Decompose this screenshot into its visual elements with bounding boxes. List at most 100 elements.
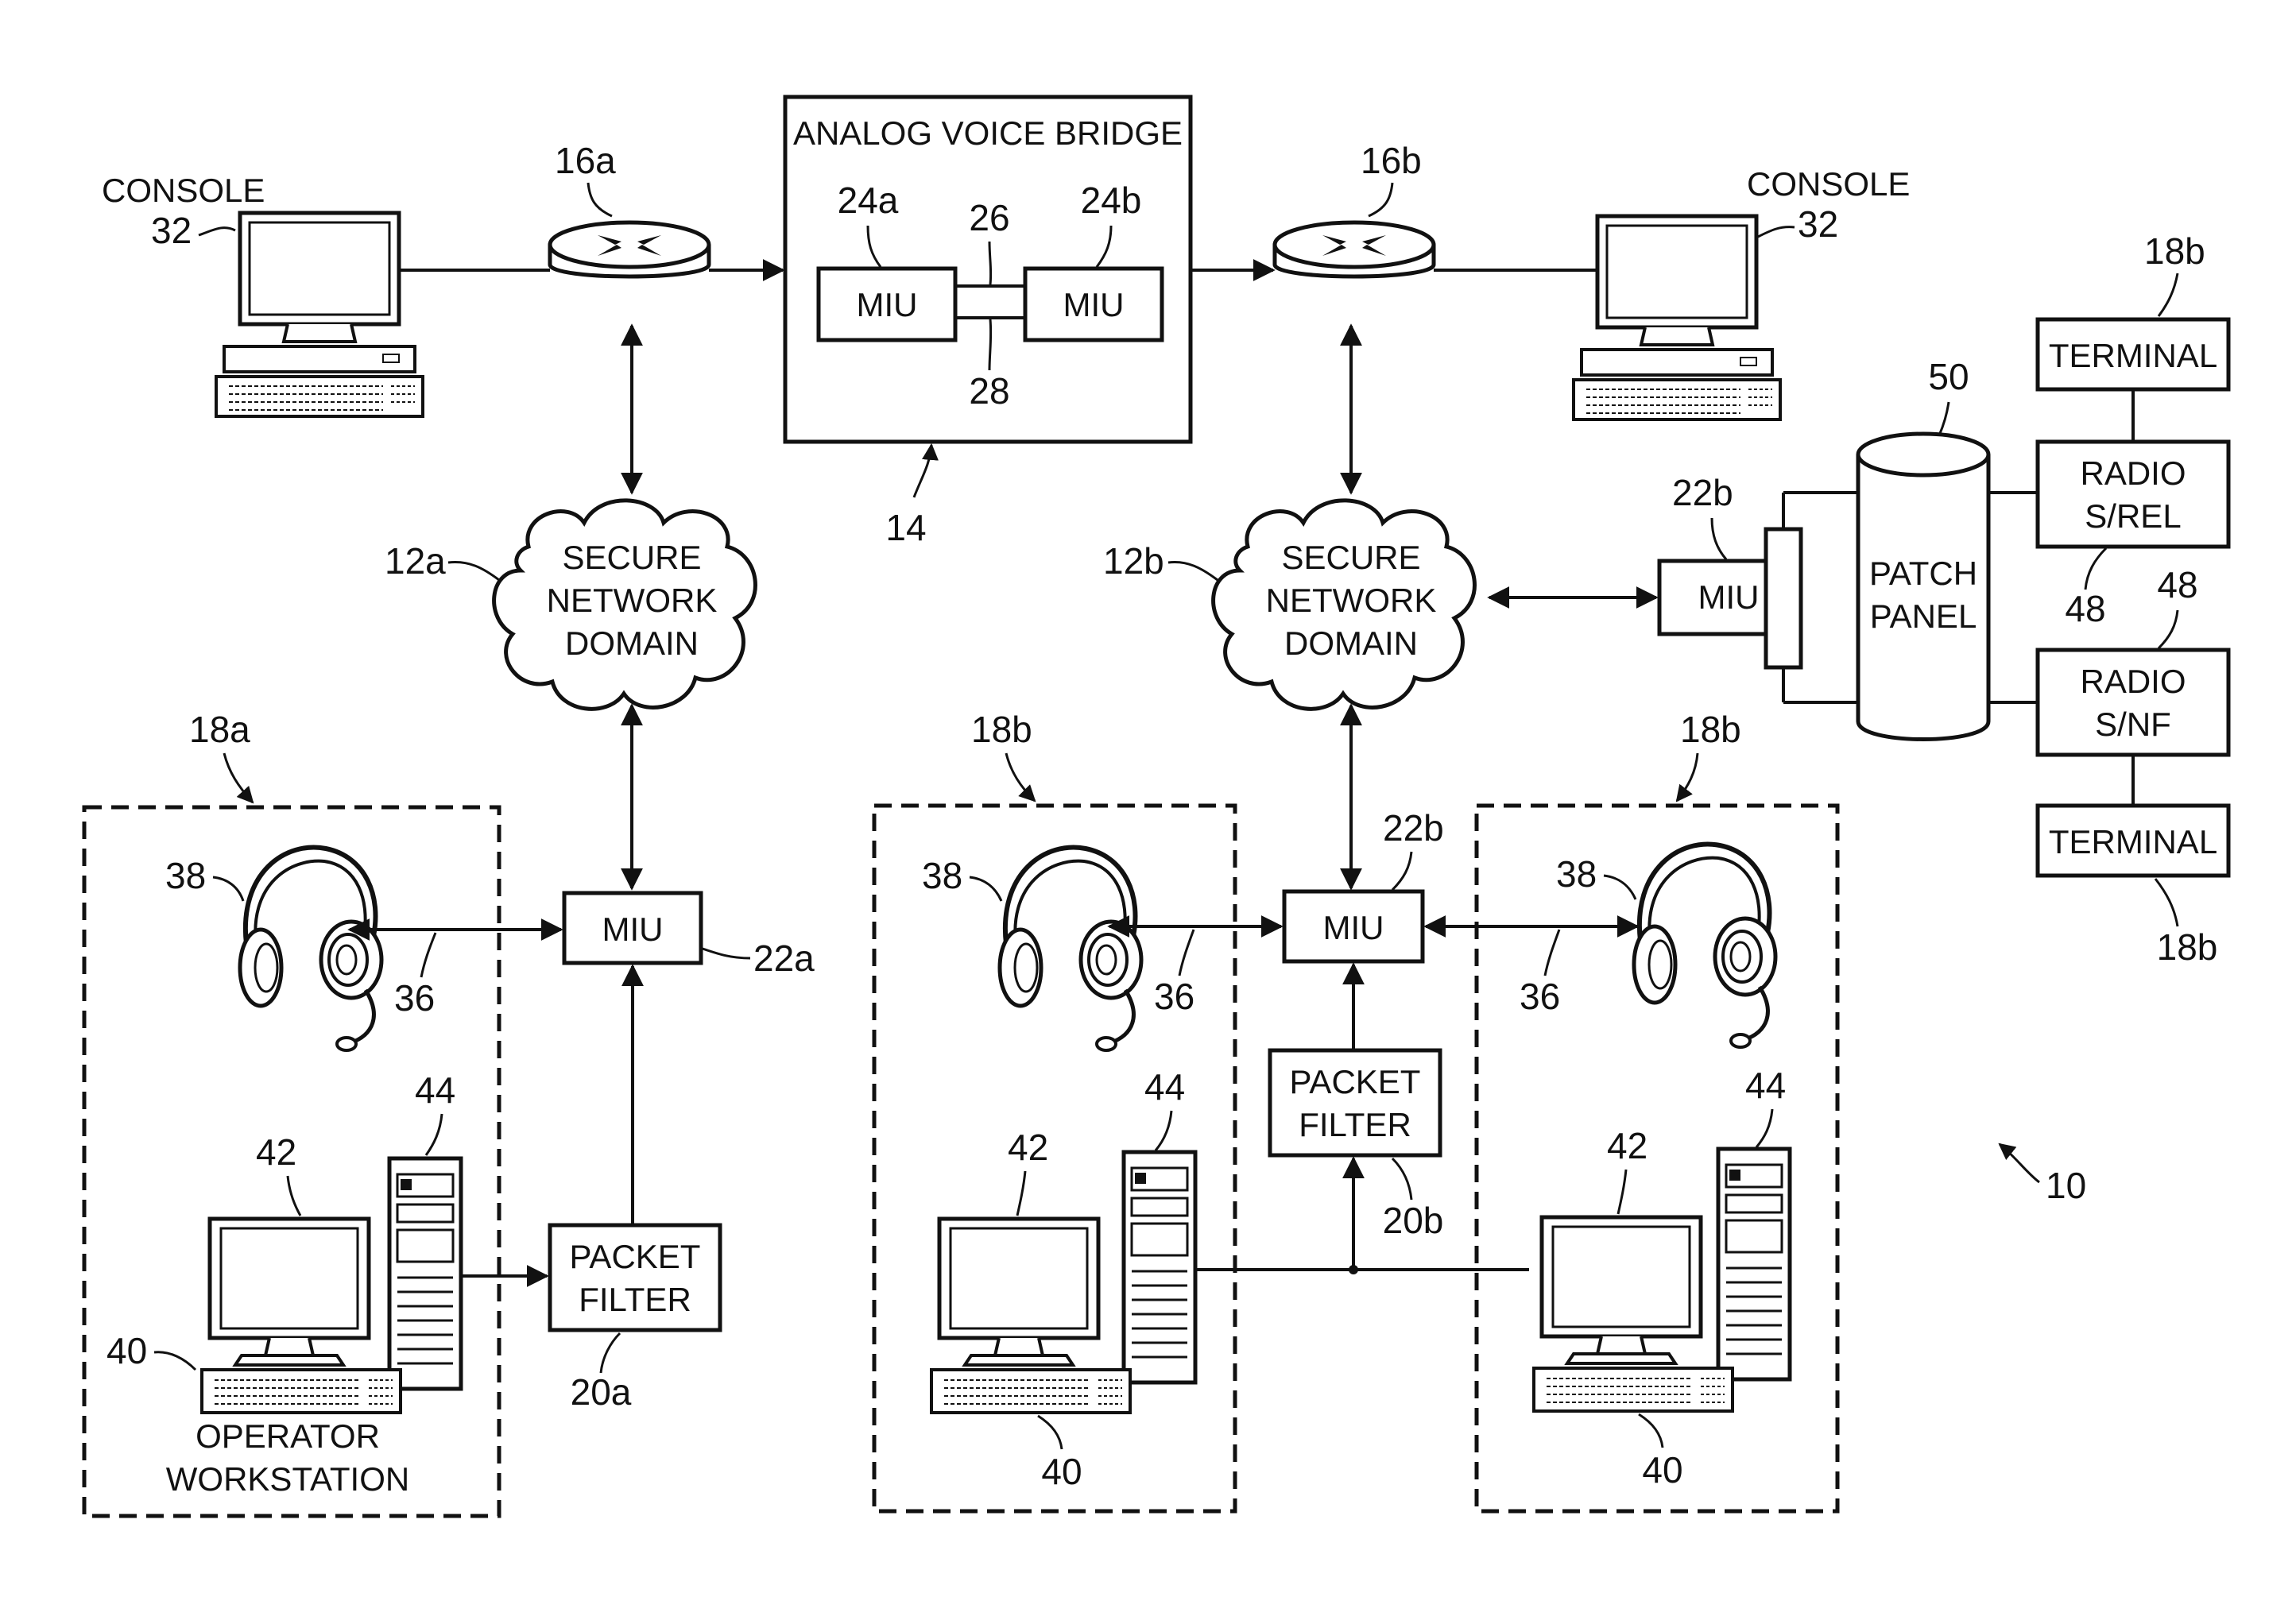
leader-26 — [989, 242, 991, 284]
leader-16b — [1369, 183, 1392, 216]
leader-22b-right — [1712, 518, 1726, 559]
ref-40-right: 40 — [1642, 1449, 1682, 1491]
miu-22b-center-label: MIU — [1323, 909, 1384, 946]
ref-20a: 20a — [571, 1371, 632, 1413]
tower-18b-left — [1124, 1152, 1195, 1382]
ref-38-right: 38 — [1556, 853, 1597, 895]
console-left-label: CONSOLE — [102, 172, 265, 209]
miu-22b-right-label: MIU — [1698, 578, 1760, 616]
headset-18a — [240, 848, 381, 1051]
console-right-label: CONSOLE — [1747, 165, 1910, 203]
leader-32-left — [199, 228, 235, 235]
leader-48-nf — [2159, 610, 2178, 648]
ref-18a: 18a — [189, 709, 250, 750]
leader-38-mid — [970, 877, 1001, 901]
cloud-12a-line1: SECURE — [562, 539, 701, 576]
tower-18b-right — [1718, 1149, 1790, 1379]
operator-label-line1: OPERATOR — [196, 1417, 380, 1455]
leader-38-left — [213, 877, 243, 901]
workstation-18b-right — [1534, 1217, 1733, 1411]
headset-18b-left — [1000, 848, 1141, 1051]
tower-18a — [389, 1158, 461, 1389]
ref-50: 50 — [1928, 356, 1969, 397]
ref-36-right: 36 — [1520, 976, 1560, 1017]
ref-32-right: 32 — [1798, 203, 1838, 245]
ref-44-left: 44 — [415, 1069, 455, 1111]
console-right — [1574, 216, 1780, 420]
leader-12a — [448, 562, 499, 580]
leader-36-right — [1545, 930, 1559, 976]
leader-18b-top — [2159, 273, 2178, 316]
miu-24a-label: MIU — [857, 286, 918, 323]
cloud-12a-line3: DOMAIN — [565, 624, 699, 662]
leader-14 — [914, 445, 931, 497]
patch-panel-line2: PANEL — [1870, 597, 1977, 635]
miu-22b-connector — [1766, 529, 1801, 667]
ref-24a: 24a — [838, 180, 899, 221]
leader-50 — [1939, 402, 1949, 435]
headset-18b-right — [1634, 845, 1775, 1048]
ref-40-mid: 40 — [1041, 1451, 1082, 1492]
leader-42-left — [288, 1176, 300, 1216]
ref-42-mid: 42 — [1008, 1127, 1048, 1168]
leader-40-left — [154, 1352, 196, 1370]
ref-38-mid: 38 — [922, 855, 962, 896]
analog-voice-bridge-title: ANALOG VOICE BRIDGE — [793, 114, 1183, 152]
router-16b — [1275, 222, 1434, 276]
ref-36-left: 36 — [394, 977, 435, 1019]
ref-42-left: 42 — [256, 1131, 296, 1173]
ref-18b-bottom: 18b — [2157, 926, 2218, 968]
leader-22b-center — [1392, 852, 1411, 890]
leader-42-right — [1618, 1170, 1626, 1214]
ref-44-mid: 44 — [1144, 1066, 1185, 1108]
ref-48-nf: 48 — [2157, 564, 2197, 605]
leader-10 — [2000, 1144, 2039, 1182]
radio-s-rel-line1: RADIO — [2080, 454, 2186, 492]
packet-filter-20b-line2: FILTER — [1299, 1106, 1411, 1143]
leader-16a — [588, 183, 612, 216]
leader-36-mid — [1179, 930, 1194, 976]
leader-44-left — [426, 1114, 442, 1155]
ref-24b: 24b — [1081, 180, 1142, 221]
miu-22a-label: MIU — [602, 911, 664, 948]
ref-28: 28 — [969, 370, 1009, 412]
cloud-12b-line3: DOMAIN — [1284, 624, 1418, 662]
leader-32-right — [1758, 227, 1795, 237]
radio-s-nf-line2: S/NF — [2095, 706, 2171, 743]
router-16a — [550, 222, 709, 276]
patch-panel-line1: PATCH — [1869, 555, 1977, 592]
leader-44-right — [1756, 1109, 1772, 1147]
ref-36-mid: 36 — [1154, 976, 1194, 1017]
leader-36-left — [421, 933, 436, 977]
bus-junction — [1349, 1265, 1358, 1274]
workstation-18b-left — [931, 1219, 1130, 1413]
ref-26: 26 — [969, 197, 1009, 238]
leader-38-right — [1604, 876, 1636, 899]
leader-28 — [989, 319, 991, 370]
ref-20b: 20b — [1383, 1200, 1444, 1241]
leader-44-mid — [1156, 1111, 1171, 1150]
ref-22a: 22a — [753, 938, 815, 979]
ref-18b-top: 18b — [2144, 230, 2205, 272]
leader-12b — [1168, 562, 1218, 580]
ref-38-left: 38 — [165, 855, 206, 896]
terminal-bottom-label: TERMINAL — [2049, 823, 2217, 860]
leader-48-rel — [2085, 548, 2106, 590]
packet-filter-20b-line1: PACKET — [1290, 1063, 1421, 1100]
ref-48-rel: 48 — [2065, 588, 2105, 629]
ref-22b-right: 22b — [1672, 472, 1733, 513]
packet-filter-20a-line1: PACKET — [570, 1238, 701, 1275]
leader-42-mid — [1017, 1171, 1025, 1216]
operator-label-line2: WORKSTATION — [166, 1460, 409, 1498]
leader-20a — [601, 1333, 620, 1373]
cloud-12b-line2: NETWORK — [1266, 582, 1437, 619]
miu-24b-label: MIU — [1063, 286, 1125, 323]
ref-32-left: 32 — [151, 210, 192, 251]
cloud-12a-line2: NETWORK — [547, 582, 718, 619]
leader-40-mid — [1038, 1416, 1062, 1449]
leader-18b-bottom — [2155, 879, 2178, 926]
ref-44-right: 44 — [1745, 1065, 1786, 1106]
leader-18a — [224, 753, 253, 802]
radio-s-rel-line2: S/REL — [2085, 497, 2181, 535]
